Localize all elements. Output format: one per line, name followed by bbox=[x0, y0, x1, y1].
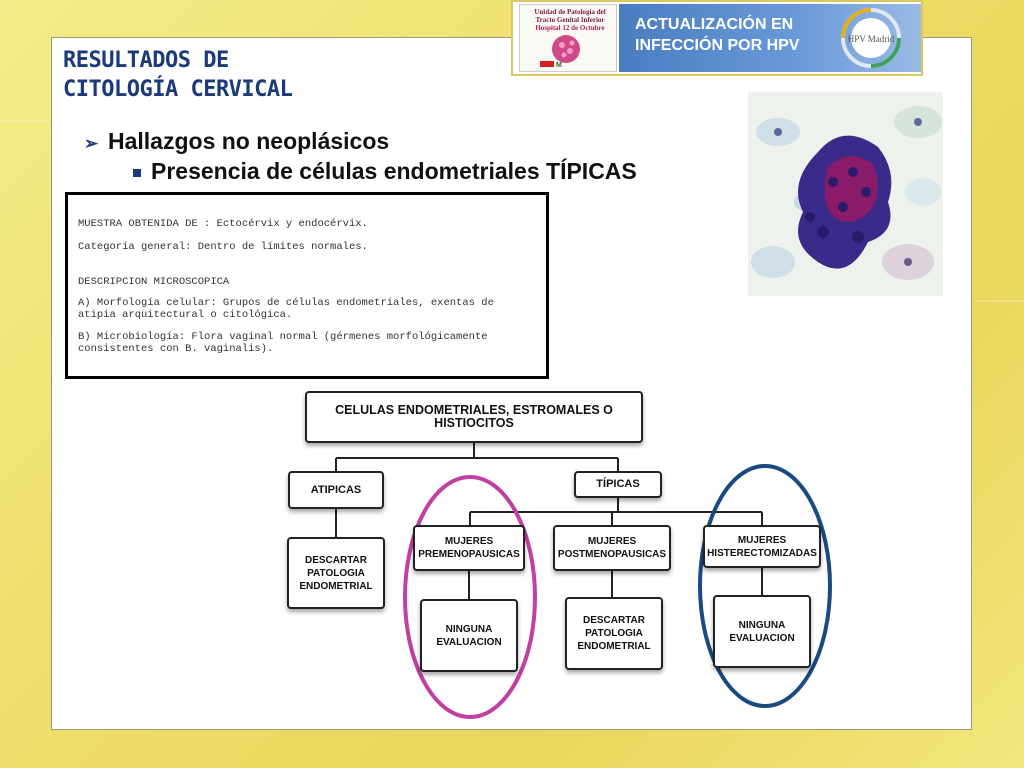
bullet-level1-text: Hallazgos no neoplásicos bbox=[108, 128, 390, 154]
unit-logo-line2: Tracto Genital Inferior bbox=[535, 16, 605, 24]
report-line: Categoría general: Dentro de límites nor… bbox=[78, 241, 368, 253]
hpv-virus-icon: M bbox=[540, 35, 580, 69]
flowchart-node-premenopausicas: MUJERES PREMENOPAUSICAS bbox=[413, 525, 525, 571]
tipicas-label: TÍPICAS bbox=[596, 478, 640, 490]
node-line: ENDOMETRIAL bbox=[299, 580, 373, 592]
node-line: DESCARTAR bbox=[304, 554, 368, 566]
bullet-level2-text: Presencia de células endometriales TÍPIC… bbox=[151, 158, 637, 184]
svg-text:M: M bbox=[556, 62, 562, 69]
node-line: ENDOMETRIAL bbox=[577, 641, 651, 652]
hpv-banner: ACTUALIZACIÓN EN INFECCIÓN POR HPV HPV M… bbox=[619, 4, 921, 72]
report-line: atipia arquitectural o citológica. bbox=[78, 309, 293, 321]
page-title-line2: CITOLOGÍA CERVICAL bbox=[63, 77, 293, 102]
bullet-level2: Presencia de células endometriales TÍPIC… bbox=[133, 158, 637, 185]
background-decoration bbox=[975, 300, 1024, 302]
flowchart-node-atipicas: ATIPICAS bbox=[288, 471, 384, 509]
background-decoration bbox=[0, 120, 50, 122]
flowchart-node-descartar-post: DESCARTAR PATOLOGIA ENDOMETRIAL bbox=[565, 597, 663, 670]
banner-title-line2: INFECCIÓN POR HPV bbox=[635, 37, 800, 54]
flowchart-node-ninguna-pre: NINGUNA EVALUACION bbox=[420, 599, 518, 672]
unit-logo: Unidad de Patología del Tracto Genital I… bbox=[519, 4, 617, 72]
flowchart-node-postmenopausicas: MUJERES POSTMENOPAUSICAS bbox=[553, 525, 671, 571]
node-line: EVALUACION bbox=[729, 632, 795, 644]
flowchart-root-node: CELULAS ENDOMETRIALES, ESTROMALES O HIST… bbox=[305, 391, 643, 443]
node-line: MUJERES bbox=[587, 536, 637, 547]
unit-logo-line1: Unidad de Patología del bbox=[534, 8, 606, 16]
bullet-level1: ➢ Hallazgos no neoplásicos bbox=[84, 128, 389, 155]
node-line: MUJERES bbox=[737, 534, 787, 546]
unit-logo-line3: Hospital 12 de Octubre bbox=[535, 24, 605, 32]
flowchart-node-ninguna-hist: NINGUNA EVALUACION bbox=[713, 595, 811, 668]
node-line: PATOLOGIA bbox=[307, 567, 365, 579]
flowchart-node-tipicas: TÍPICAS bbox=[574, 471, 662, 498]
microscopy-image bbox=[748, 92, 943, 296]
page-title-line1: RESULTADOS DE bbox=[63, 48, 229, 73]
node-line: DESCARTAR bbox=[582, 615, 646, 626]
node-line: POSTMENOPAUSICAS bbox=[557, 549, 667, 560]
page-title: RESULTADOS DE CITOLOGÍA CERVICAL bbox=[63, 46, 393, 104]
banner-title-line1: ACTUALIZACIÓN EN bbox=[635, 16, 794, 33]
header-banner: Unidad de Patología del Tracto Genital I… bbox=[511, 0, 923, 76]
report-line: DESCRIPCION MICROSCOPICA bbox=[78, 276, 230, 288]
hpv-madrid-logo: HPV Madrid bbox=[841, 8, 901, 68]
flowchart-node-histerectomizadas: MUJERES HISTERECTOMIZADAS bbox=[703, 525, 821, 568]
node-line: PATOLOGIA bbox=[585, 628, 643, 639]
madrid-logo-text: HPV Madrid bbox=[848, 34, 895, 44]
highlight-ellipse-premenopausicas bbox=[403, 475, 537, 719]
highlight-ellipse-histerectomizadas bbox=[698, 464, 832, 708]
node-line: PREMENOPAUSICAS bbox=[418, 549, 520, 560]
flowchart-node-descartar-left: DESCARTAR PATOLOGIA ENDOMETRIAL bbox=[287, 537, 385, 609]
square-bullet-icon bbox=[133, 168, 141, 177]
banner-title: ACTUALIZACIÓN EN INFECCIÓN POR HPV bbox=[635, 14, 825, 56]
report-line: B) Microbiología: Flora vaginal normal (… bbox=[78, 331, 488, 343]
node-line: NINGUNA bbox=[738, 619, 786, 631]
arrow-bullet-icon: ➢ bbox=[84, 134, 99, 153]
root-node-label: CELULAS ENDOMETRIALES, ESTROMALES O HIST… bbox=[335, 403, 613, 430]
node-line: EVALUACION bbox=[436, 636, 502, 648]
node-line: HISTERECTOMIZADAS bbox=[707, 547, 817, 559]
report-line: consistentes con B. vaginalis). bbox=[78, 343, 274, 355]
node-line: NINGUNA bbox=[445, 623, 493, 635]
atipicas-label: ATIPICAS bbox=[310, 483, 362, 496]
cytology-report: MUESTRA OBTENIDA DE : Ectocérvix y endoc… bbox=[65, 192, 549, 379]
report-line: MUESTRA OBTENIDA DE : Ectocérvix y endoc… bbox=[78, 218, 368, 230]
report-line: A) Morfología celular: Grupos de células… bbox=[78, 297, 494, 309]
node-line: MUJERES bbox=[444, 536, 494, 547]
